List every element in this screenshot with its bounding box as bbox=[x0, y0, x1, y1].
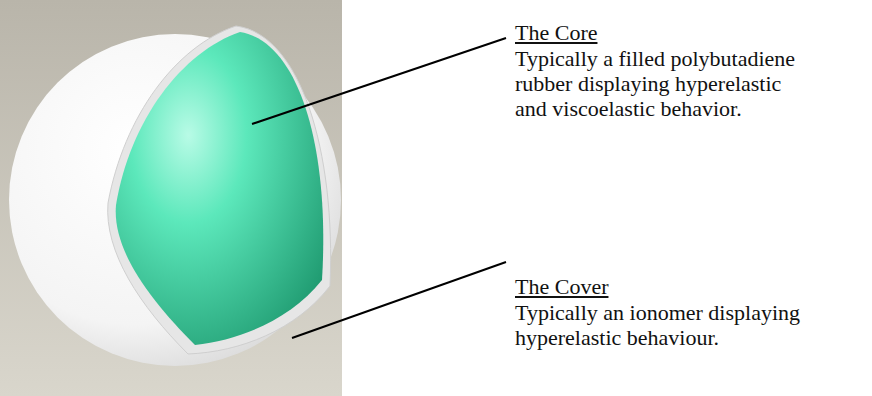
core-sphere bbox=[116, 32, 324, 345]
leader-line bbox=[292, 262, 506, 338]
part-heading: The Cover bbox=[515, 274, 815, 299]
background-panel bbox=[0, 0, 342, 396]
part-description: Typically an ionomer displaying hyperela… bbox=[515, 300, 800, 350]
leader-line bbox=[252, 38, 506, 124]
cover-cross-section bbox=[108, 26, 331, 354]
part-description: Typically a filled polybutadiene rubber … bbox=[515, 46, 800, 121]
part-heading: The Core bbox=[515, 20, 815, 45]
